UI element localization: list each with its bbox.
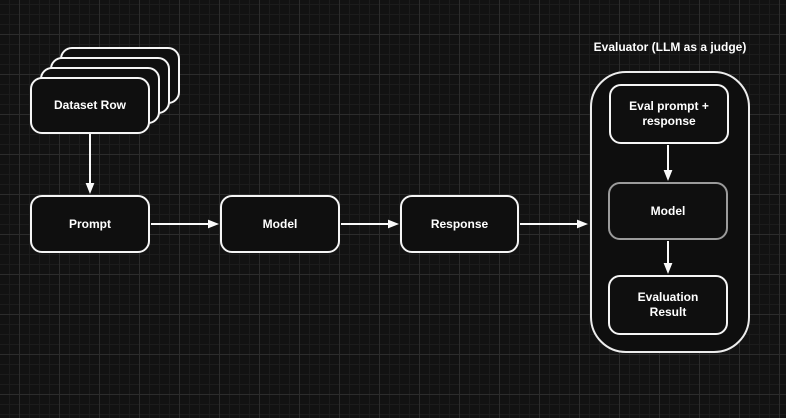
edge-prompt-to-model[interactable] [151, 219, 219, 229]
prompt-label: Prompt [69, 216, 111, 231]
model-label: Model [262, 216, 298, 231]
prompt-node[interactable]: Prompt [30, 195, 150, 253]
response-node[interactable]: Response [400, 195, 519, 253]
eval-prompt-response-label: Eval prompt + response [629, 99, 709, 128]
evaluator-model-label: Model [650, 203, 686, 218]
evaluator-group-label: Evaluator (LLM as a judge) [593, 40, 747, 54]
dataset-row-label: Dataset Row [53, 98, 127, 112]
edge-response-to-evaluator[interactable] [520, 219, 588, 229]
dataset-row-node[interactable]: Dataset Row [30, 77, 150, 134]
evaluator-model-node[interactable]: Model [608, 182, 728, 240]
edge-model-to-response[interactable] [341, 219, 399, 229]
model-node[interactable]: Model [220, 195, 340, 253]
response-label: Response [430, 216, 489, 231]
edge-dataset-row-to-prompt[interactable] [85, 134, 95, 194]
evaluation-result-node[interactable]: Evaluation Result [608, 275, 728, 335]
evaluation-result-label: Evaluation Result [637, 290, 699, 319]
eval-prompt-response-node[interactable]: Eval prompt + response [609, 84, 729, 144]
